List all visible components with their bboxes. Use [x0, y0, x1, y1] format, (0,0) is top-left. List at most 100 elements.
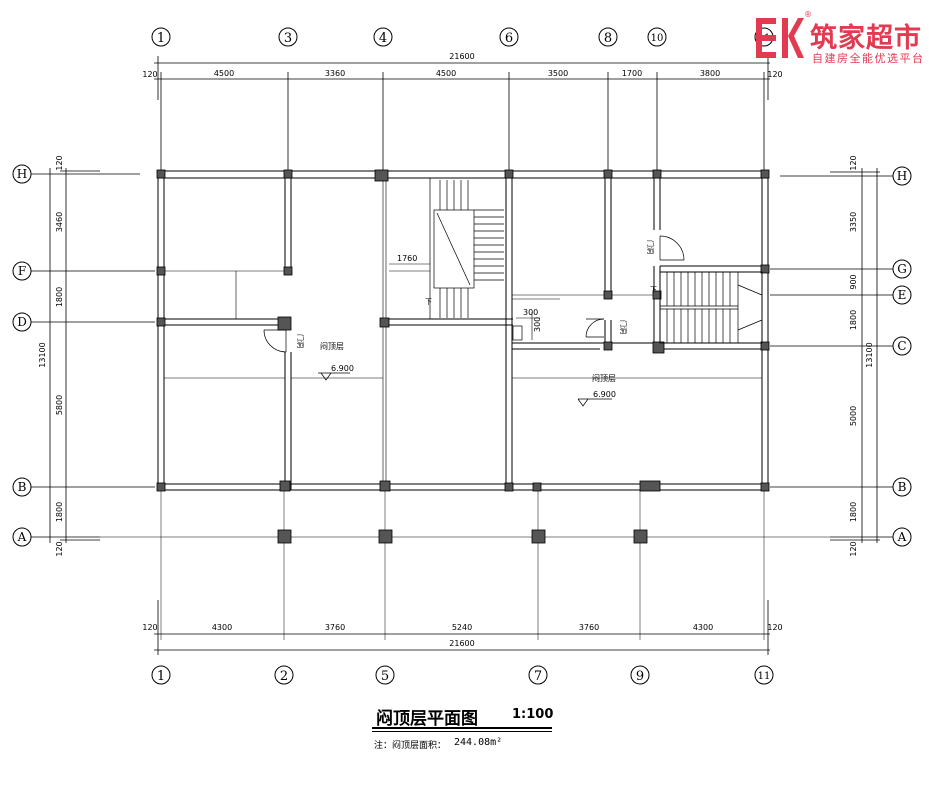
dim-text: 120 — [142, 623, 157, 632]
axis-center-lines — [100, 490, 830, 640]
axis-label: A — [17, 530, 27, 544]
door-label: 门洞 — [619, 320, 628, 334]
dim-total: 21600 — [449, 639, 474, 648]
top-dimension-texts: 21600 120 4500 3360 4500 3500 1700 3800 … — [142, 52, 782, 79]
dim-text: 5240 — [452, 623, 472, 632]
dim-total: 13100 — [865, 342, 874, 367]
axis-label: 2 — [280, 669, 288, 684]
dim-text: 1800 — [849, 310, 858, 330]
dim-text: 3460 — [55, 212, 64, 232]
axis-label: B — [18, 480, 27, 494]
dim-text: 3360 — [325, 69, 345, 78]
dim-text: 120 — [142, 70, 157, 79]
inner-dim-lines — [516, 312, 540, 340]
brand-logo: ® 筑家超市 自建房全能优选平台 — [756, 10, 934, 66]
doors — [263, 235, 685, 353]
dim-text: 900 — [849, 274, 858, 289]
right-dimensions — [770, 168, 893, 543]
left-dimensions — [31, 168, 155, 543]
inner-dims: 1760 300 300 — [397, 254, 542, 332]
beam-lines — [164, 178, 762, 484]
door-label: 门洞 — [296, 334, 305, 348]
dim-text: 120 — [767, 623, 782, 632]
stair-left — [429, 177, 507, 320]
axis-label: H — [897, 169, 907, 183]
bottom-dimension-texts: 120 4300 3760 5240 3760 4300 120 21600 — [142, 623, 782, 648]
level-markers — [318, 372, 612, 407]
logo-mark-icon — [756, 18, 804, 58]
brand-slogan: 自建房全能优选平台 — [812, 52, 925, 65]
dim-text: 120 — [55, 541, 64, 556]
room-name: 闷顶层 — [320, 341, 344, 351]
axis-label: G — [897, 262, 907, 276]
top-dimensions — [154, 56, 770, 170]
axis-label: D — [17, 315, 27, 329]
drawing-title: 闷顶层平面图 — [376, 709, 478, 729]
dim-total: 13100 — [38, 342, 47, 367]
dim-text: 120 — [55, 155, 64, 170]
room-level: 6.900 — [593, 390, 616, 399]
room-name: 闷顶层 — [592, 373, 616, 383]
dim-text: 3800 — [700, 69, 720, 78]
title-underline — [372, 727, 552, 729]
top-axis-bubbles: 1 3 4 6 8 10 11 — [151, 27, 774, 47]
axis-label: E — [898, 288, 907, 302]
dim-text: 4500 — [436, 69, 456, 78]
drawing-scale: 1:100 — [512, 707, 554, 722]
down-labels: 下 下 — [425, 286, 657, 306]
axis-label: 7 — [534, 669, 542, 684]
axis-label: 5 — [381, 669, 389, 684]
dim-text: 3760 — [579, 623, 599, 632]
dim-text: 1800 — [55, 287, 64, 307]
dim-text: 1760 — [397, 254, 417, 263]
dim-text: 1800 — [55, 502, 64, 522]
bottom-dimensions — [154, 600, 770, 655]
down-label: 下 — [425, 298, 432, 306]
dim-text: 1800 — [849, 502, 858, 522]
dim-text: 300 — [523, 308, 538, 317]
dim-text: 120 — [849, 541, 858, 556]
columns — [156, 169, 770, 544]
axis-label: 1 — [157, 669, 165, 684]
stair-right — [659, 271, 763, 344]
right-dimension-texts: 13100 120 3350 900 1800 5000 1800 120 — [849, 155, 874, 556]
dim-text: 4500 — [214, 69, 234, 78]
axis-label: 6 — [505, 31, 513, 46]
brand-name: 筑家超市 — [810, 23, 922, 54]
dim-text: 1700 — [622, 69, 642, 78]
dim-text: 3500 — [548, 69, 568, 78]
dim-text: 4300 — [693, 623, 713, 632]
title-underline-thin — [372, 731, 552, 732]
axis-label: C — [897, 339, 906, 353]
dim-text: 120 — [767, 70, 782, 79]
area-note-value: 244.08m² — [454, 737, 503, 748]
walls — [157, 170, 769, 491]
dim-text: 3350 — [849, 212, 858, 232]
dim-text: 4300 — [212, 623, 232, 632]
left-dimension-texts: 13100 120 3460 1800 5800 1800 120 — [38, 155, 64, 556]
axis-label: 9 — [636, 669, 644, 684]
room-labels: 闷顶层 6.900 闷顶层 6.900 — [320, 341, 616, 399]
axis-label: 4 — [379, 31, 387, 46]
axis-label: 1 — [157, 31, 165, 46]
door-label: 门洞 — [646, 240, 655, 254]
axis-label: H — [17, 167, 27, 181]
bottom-axis-bubbles: 1 2 5 7 9 11 — [151, 665, 774, 685]
dim-total: 21600 — [449, 52, 474, 61]
right-axis-bubbles: H G E C B A — [892, 166, 912, 547]
dim-text: 120 — [849, 155, 858, 170]
door-labels: 门洞 门洞 门洞 — [296, 240, 655, 348]
room-level: 6.900 — [331, 364, 354, 373]
axis-label: B — [898, 480, 907, 494]
registered-mark: ® — [804, 10, 812, 19]
axis-label: 8 — [604, 31, 612, 46]
dim-text: 300 — [533, 317, 542, 332]
down-label: 下 — [650, 286, 657, 294]
dim-text: 3760 — [325, 623, 345, 632]
axis-label: 11 — [758, 671, 771, 682]
axis-label: F — [18, 264, 26, 278]
axis-label: 3 — [284, 31, 292, 46]
area-note-label: 注：闷顶层面积： — [374, 741, 447, 751]
axis-label: 10 — [651, 33, 664, 44]
